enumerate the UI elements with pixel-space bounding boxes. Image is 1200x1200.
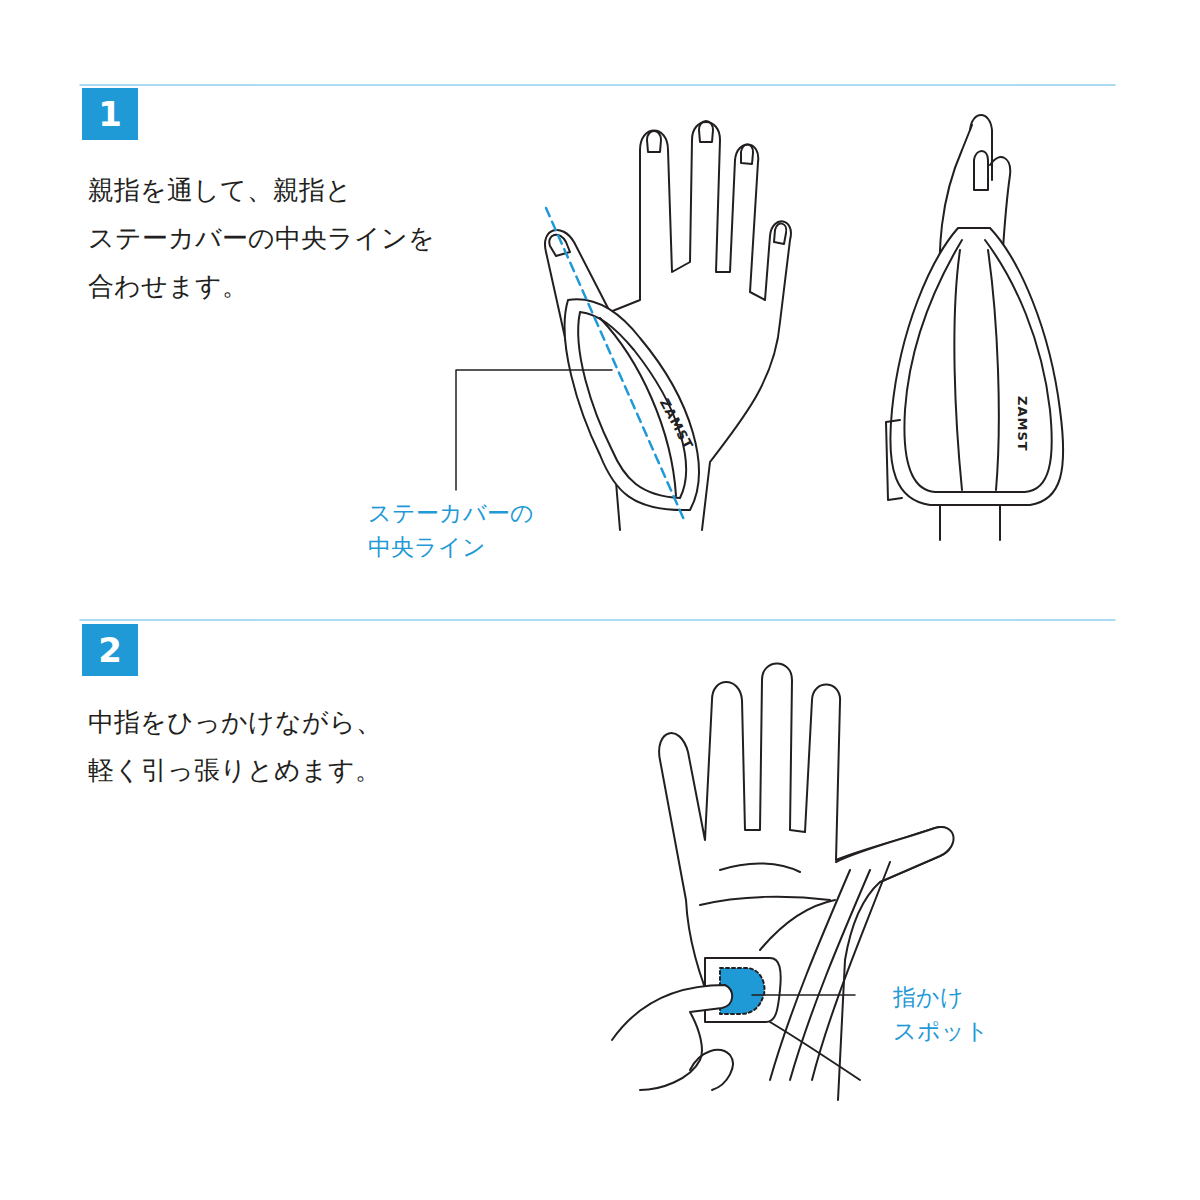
separator-line — [80, 84, 1115, 86]
separator-line — [80, 619, 1115, 621]
center-line — [546, 208, 685, 522]
brace-drawing — [886, 228, 1063, 505]
step-badge: 1 — [82, 88, 138, 140]
step-number: 2 — [98, 630, 122, 670]
brace-drawing — [565, 299, 699, 510]
hand-drawing — [612, 985, 733, 1090]
step-badge: 2 — [82, 624, 138, 676]
callout-label: ステーカバーの 中央ライン — [368, 496, 558, 564]
callout-label: 指かけ スポット — [893, 980, 1003, 1048]
instruction-text: 親指を通して、親指と ステーカバーの中央ラインを 合わせます。 — [88, 166, 448, 310]
hand-drawing — [545, 121, 791, 530]
brand-logo: ZAMST — [1015, 396, 1030, 452]
leader-line — [456, 370, 612, 490]
step-number: 1 — [98, 94, 122, 134]
instruction-text: 中指をひっかけながら、 軽く引っ張りとめます。 — [88, 698, 398, 794]
leader-line — [752, 994, 855, 996]
